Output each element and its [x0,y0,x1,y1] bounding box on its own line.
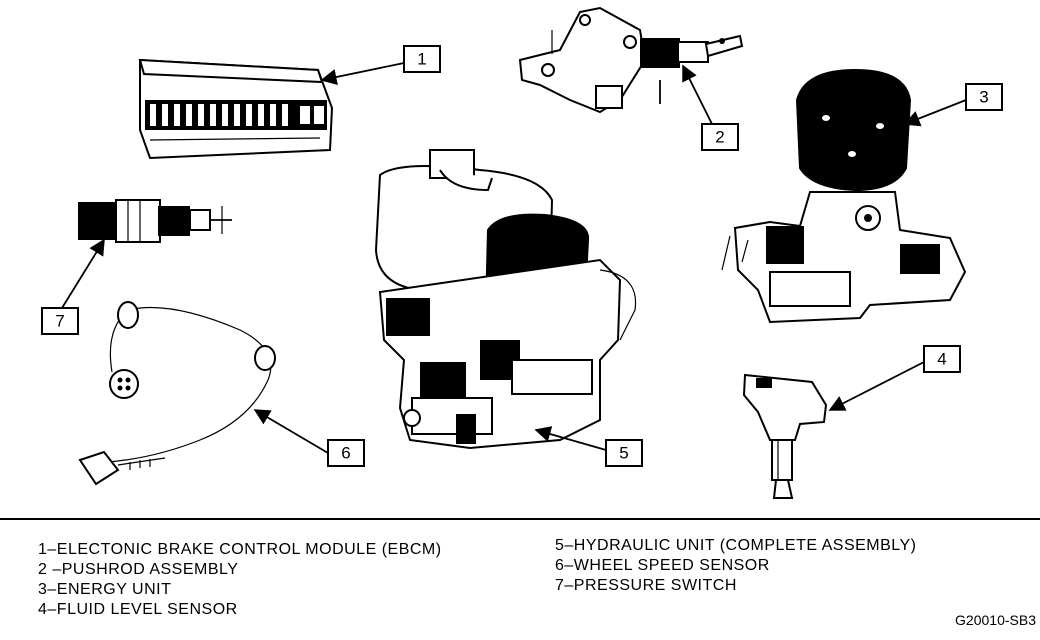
callout-4: 4 [923,345,961,373]
callout-3: 3 [965,83,1003,111]
svg-text:2: 2 [715,128,724,147]
leader-arrow-6 [253,409,329,454]
callout-1: 1 [403,45,441,73]
pressure-switch-illustration [78,199,232,243]
svg-text:6: 6 [341,444,350,463]
callout-2: 2 [701,123,739,151]
leader-arrow-5 [534,426,607,451]
legend-column-2: 5–HYDRAULIC UNIT (COMPLETE ASSEMBLY) 6–W… [555,536,917,596]
leader-arrow-3 [903,99,967,127]
callout-7: 7 [41,307,79,335]
energy-unit-illustration [721,68,967,324]
legend-item-3: 3–ENERGY UNIT [38,581,172,598]
wheel-speed-sensor-illustration [78,301,276,486]
leader-arrow-7 [61,238,105,309]
hydraulic-unit-illustration [374,149,637,450]
reference-code: G20010-SB3 [955,612,1036,628]
fluid-level-sensor-illustration [742,373,828,499]
legend-item-4: 4–FLUID LEVEL SENSOR [38,601,238,618]
legend-item-1: 1–ELECTONIC BRAKE CONTROL MODULE (EBCM) [38,541,442,558]
callout-5: 5 [605,439,643,467]
leader-arrow-1 [320,62,405,85]
leader-arrow-4 [828,361,925,411]
legend-item-5: 5–HYDRAULIC UNIT (COMPLETE ASSEMBLY) [555,537,917,554]
legend-item-7: 7–PRESSURE SWITCH [555,577,737,594]
pushrod-assembly-illustration [518,6,744,114]
callout-6: 6 [327,439,365,467]
leader-arrow-2 [682,64,713,125]
ebcm-module-illustration [138,58,334,160]
svg-text:7: 7 [55,312,64,331]
svg-text:3: 3 [979,88,988,107]
legend-item-2: 2 –PUSHROD ASSEMBLY [38,561,239,578]
legend-item-6: 6–WHEEL SPEED SENSOR [555,557,770,574]
svg-text:4: 4 [937,350,946,369]
svg-text:5: 5 [619,444,628,463]
legend-column-1: 1–ELECTONIC BRAKE CONTROL MODULE (EBCM) … [38,540,442,620]
svg-text:1: 1 [417,50,426,69]
